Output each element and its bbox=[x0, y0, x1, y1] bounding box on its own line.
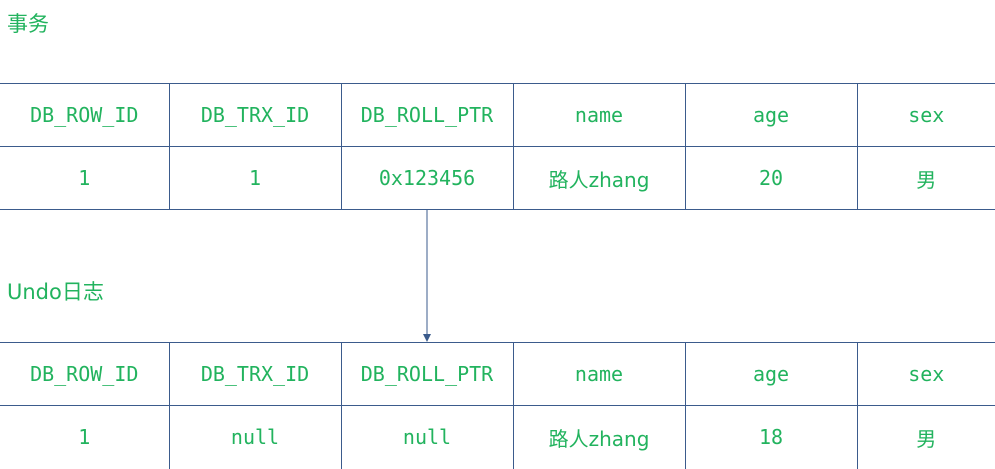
table-row: 1 1 0x123456 路人zhang 20 男 bbox=[0, 146, 995, 210]
header-db-trx-id: DB_TRX_ID bbox=[168, 342, 342, 406]
cell-age: 18 bbox=[684, 405, 858, 469]
header-db-roll-ptr: DB_ROLL_PTR bbox=[340, 83, 514, 147]
header-name: name bbox=[512, 83, 686, 147]
header-sex: sex bbox=[856, 83, 995, 147]
header-db-row-id: DB_ROW_ID bbox=[0, 342, 170, 406]
cell-db-trx-id: null bbox=[168, 405, 342, 469]
header-age: age bbox=[684, 83, 858, 147]
header-sex: sex bbox=[856, 342, 995, 406]
transaction-table: DB_ROW_ID DB_TRX_ID DB_ROLL_PTR name age… bbox=[0, 83, 995, 210]
header-db-row-id: DB_ROW_ID bbox=[0, 83, 170, 147]
header-db-trx-id: DB_TRX_ID bbox=[168, 83, 342, 147]
cell-db-roll-ptr: null bbox=[340, 405, 514, 469]
transaction-label: 事务 bbox=[7, 12, 49, 36]
cell-sex: 男 bbox=[856, 405, 995, 469]
undo-log-label: Undo日志 bbox=[7, 280, 104, 304]
table-row: 1 null null 路人zhang 18 男 bbox=[0, 405, 995, 469]
table-header-row: DB_ROW_ID DB_TRX_ID DB_ROLL_PTR name age… bbox=[0, 83, 995, 147]
header-age: age bbox=[684, 342, 858, 406]
arrow-head-icon bbox=[423, 334, 431, 342]
cell-db-roll-ptr: 0x123456 bbox=[340, 146, 514, 210]
header-db-roll-ptr: DB_ROLL_PTR bbox=[340, 342, 514, 406]
table-header-row: DB_ROW_ID DB_TRX_ID DB_ROLL_PTR name age… bbox=[0, 342, 995, 406]
header-name: name bbox=[512, 342, 686, 406]
cell-name: 路人zhang bbox=[512, 405, 686, 469]
cell-sex: 男 bbox=[856, 146, 995, 210]
cell-name: 路人zhang bbox=[512, 146, 686, 210]
cell-age: 20 bbox=[684, 146, 858, 210]
cell-db-row-id: 1 bbox=[0, 146, 170, 210]
undo-log-table: DB_ROW_ID DB_TRX_ID DB_ROLL_PTR name age… bbox=[0, 342, 995, 469]
cell-db-trx-id: 1 bbox=[168, 146, 342, 210]
cell-db-row-id: 1 bbox=[0, 405, 170, 469]
